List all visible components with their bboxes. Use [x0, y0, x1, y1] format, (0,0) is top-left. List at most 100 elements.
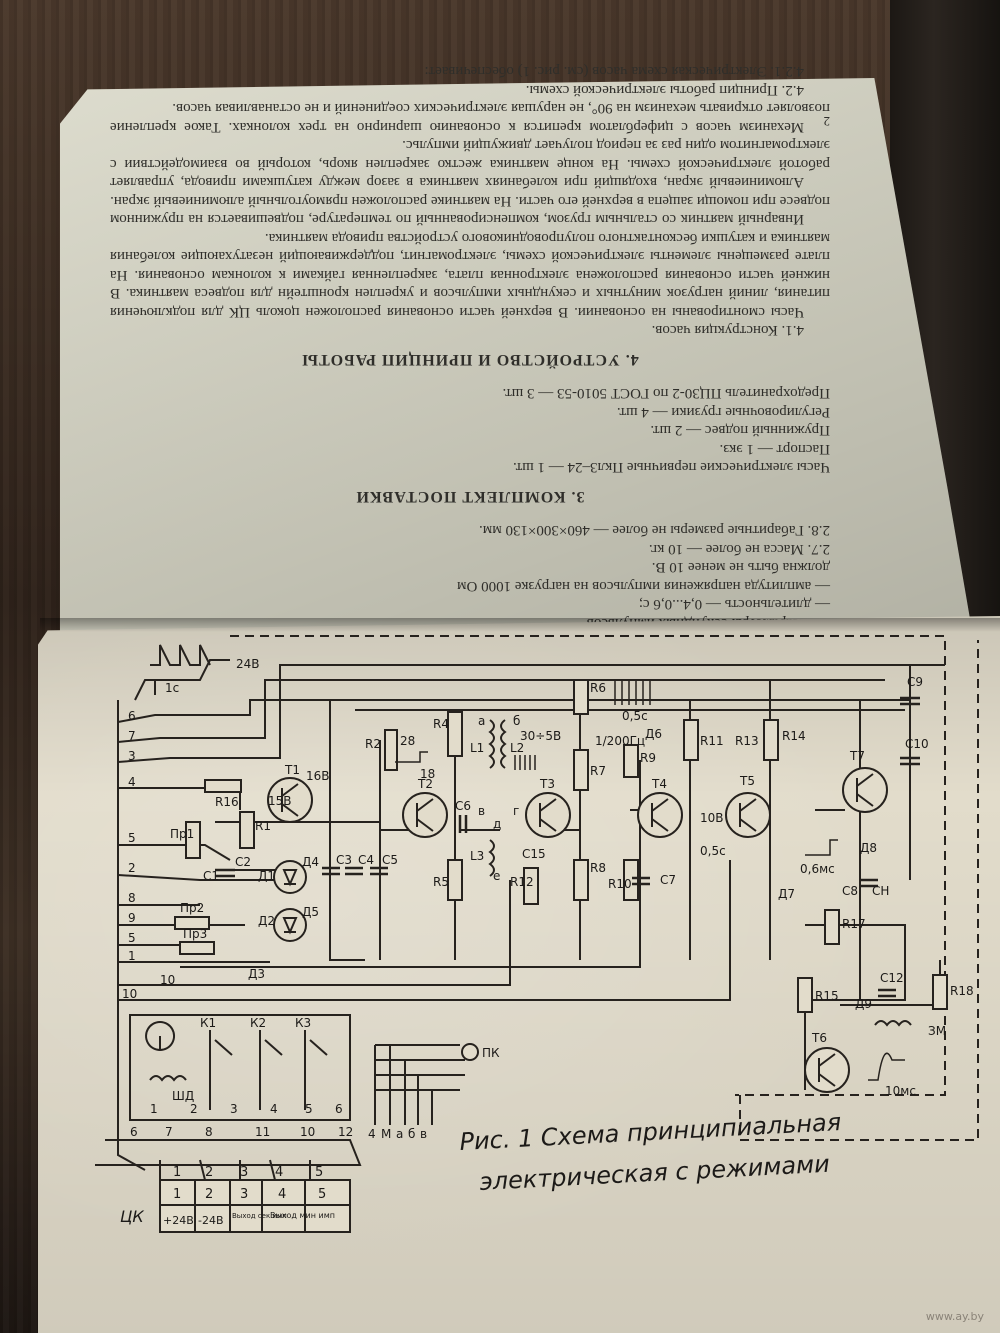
- transistor-T1: [267, 777, 313, 823]
- label-C8: C8: [842, 884, 858, 898]
- terminal-5: 5: [128, 831, 136, 845]
- relay-pin-6: 6: [335, 1102, 343, 1116]
- connector-pin-1: 1: [173, 1165, 181, 1180]
- label-C15: C15: [522, 847, 546, 861]
- label-C9: C9: [907, 675, 923, 689]
- terminal-10: 10: [122, 987, 137, 1001]
- pin-e: е: [493, 869, 500, 883]
- label-D7: Д7: [778, 887, 795, 901]
- label-R17: R17: [842, 917, 866, 931]
- relay-pin-4: 4: [270, 1102, 278, 1116]
- label-C12: C12: [880, 971, 904, 985]
- label-R12: R12: [510, 875, 534, 889]
- label-R9: R9: [640, 751, 656, 765]
- label-R16: R16: [215, 795, 239, 809]
- transistor-T5: [725, 792, 771, 838]
- resistor-R4: [447, 711, 463, 757]
- fuse-pr3: [179, 941, 215, 955]
- label-C5: C5: [382, 853, 398, 867]
- relay-K1: [209, 1030, 233, 1110]
- transistor-T7: [842, 767, 888, 813]
- label-C3: C3: [336, 853, 352, 867]
- label-ShD: ШД: [172, 1089, 194, 1103]
- resistor-R1: [239, 811, 255, 849]
- page-fold-shadow: [40, 618, 1000, 632]
- figure-caption: Рис. 1 Схема принципиальная электрическа…: [459, 1108, 842, 1196]
- label-R5: R5: [433, 875, 449, 889]
- label-K1: К1: [200, 1016, 216, 1030]
- label-R7: R7: [590, 764, 606, 778]
- resistor-R10: [623, 859, 639, 901]
- pin-d: д: [493, 817, 501, 831]
- resistor-R6: [573, 679, 589, 715]
- stepper-coil: [149, 1075, 187, 1082]
- resistor-R11: [683, 719, 699, 761]
- transistor-T3: [525, 792, 571, 838]
- coil-L1: [488, 719, 495, 769]
- diode-D4: [273, 860, 307, 894]
- label-R13: R13: [735, 734, 759, 748]
- bus-8: 8: [205, 1125, 213, 1139]
- ground-rail: [180, 760, 641, 968]
- caption-line-1: Рис. 1 Схема принципиальная: [459, 1108, 842, 1156]
- connector-minus-24v: -24В: [198, 1214, 224, 1227]
- terminal-9: 9: [128, 911, 136, 925]
- label-pr1: Пр1: [170, 827, 194, 841]
- relay-K3: [304, 1030, 328, 1110]
- connector-min-output: Выход мин имп: [270, 1211, 335, 1220]
- label-0-5s: 0,5с: [622, 709, 648, 723]
- connector-pin-4: 4: [275, 1165, 283, 1180]
- label-R8: R8: [590, 861, 606, 875]
- relay-K2: [259, 1030, 283, 1110]
- label-D3: Д3: [248, 967, 265, 981]
- relay-pin-2: 2: [190, 1102, 198, 1116]
- bus-pin-b: б: [408, 1127, 415, 1141]
- label-16V: 16В: [306, 769, 330, 783]
- bus-lines: [95, 1139, 362, 1166]
- bus-pin-a: а: [396, 1127, 403, 1141]
- label-R4: R4: [433, 717, 449, 731]
- terminal-2: 2: [128, 861, 136, 875]
- connector-cell-1: 1: [173, 1187, 181, 1202]
- label-K2: К2: [250, 1016, 266, 1030]
- label-T2: T2: [417, 777, 433, 791]
- label-C10: C10: [905, 737, 929, 751]
- fuse-pr1: [185, 821, 201, 859]
- resistor-R18: [932, 974, 948, 1010]
- resistor-R12: [523, 867, 539, 905]
- connector-cell-5: 5: [318, 1187, 326, 1202]
- label-R10: R10: [608, 877, 632, 891]
- terminal-numbers: 6 7 3 4 5 2 8 9 5 1 10 10 1 2 3 4 5 6 6 …: [122, 709, 520, 1141]
- label-T6: T6: [811, 1031, 827, 1045]
- label-T5: T5: [739, 774, 755, 788]
- terminal-5: 5: [128, 931, 136, 945]
- enclosure-dashed-line: [230, 635, 946, 1096]
- diode-D5: [273, 908, 307, 942]
- pin-v: в: [478, 804, 485, 818]
- resistor-R16: [204, 779, 242, 793]
- component-labels: T1 T2 T3 T4 T5 T7 T6 R1 R2 R4 R5 R6 R7 R…: [165, 657, 974, 1103]
- relay-pin-3: 3: [230, 1102, 238, 1116]
- pulse-trains: [395, 680, 905, 1081]
- bus-6: 6: [130, 1125, 138, 1139]
- terminal-1: 1: [128, 949, 136, 963]
- relay-pin-5: 5: [305, 1102, 313, 1116]
- bus-pin-4: 4: [368, 1127, 376, 1141]
- label-D1: Д1: [258, 869, 275, 883]
- label-C6: C6: [455, 799, 471, 813]
- bus-10: 10: [300, 1125, 315, 1139]
- label-R14: R14: [782, 729, 806, 743]
- label-10V: 10В: [700, 811, 724, 825]
- terminal-4: 4: [128, 775, 136, 789]
- label-15V: 15В: [268, 794, 292, 808]
- coil-L2: [500, 719, 507, 769]
- resistor-R2: [384, 729, 398, 771]
- label-D5: Д5: [302, 905, 319, 919]
- label-0-5s: 0,5с: [700, 844, 726, 858]
- enclosure-dashed-line: [739, 640, 979, 1141]
- capacitors: [215, 696, 920, 998]
- connector-pin-3: 3: [240, 1165, 248, 1180]
- bus-7: 7: [165, 1125, 173, 1139]
- transistor-T6: [804, 1047, 850, 1093]
- pin-a: а: [478, 714, 485, 728]
